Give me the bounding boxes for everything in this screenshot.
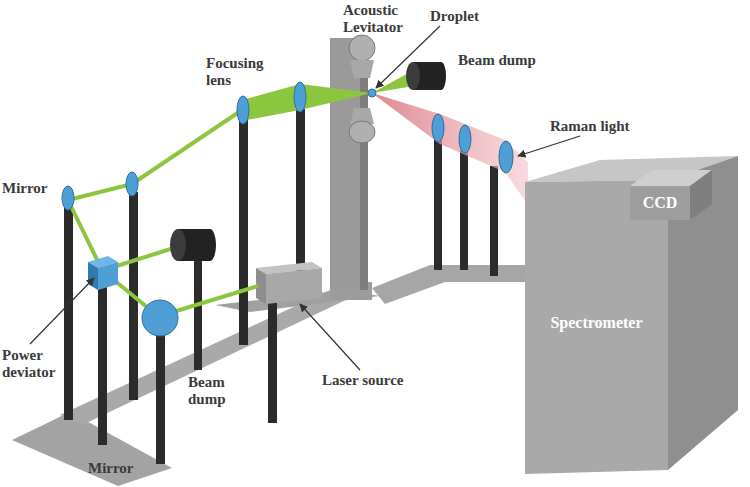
beam-dump [170, 229, 186, 261]
part-label: Beam dump [188, 374, 232, 408]
power-deviator [88, 262, 98, 290]
spectrometer-body [525, 180, 668, 474]
post [268, 298, 277, 423]
part-label: Focusing lens [206, 55, 278, 89]
droplet [368, 89, 376, 97]
part-label: Power deviator [2, 347, 68, 381]
laser-beam [68, 110, 258, 316]
base-rail [372, 265, 540, 304]
part-label: Acoustic Levitator [343, 2, 417, 36]
part-label: Raman light [550, 118, 660, 135]
ccd-box: CCD [630, 186, 690, 220]
power-deviator [98, 262, 118, 290]
levitator-transducer [349, 35, 375, 61]
mirror [126, 172, 138, 196]
post [239, 120, 248, 345]
mirror [142, 300, 178, 336]
ccd-camera [690, 170, 712, 220]
post [98, 285, 107, 445]
part-label: Laser source [322, 372, 432, 389]
beam-dump [436, 62, 446, 90]
leader-arrow [30, 278, 94, 344]
levitator-reflector [349, 121, 375, 143]
post [434, 140, 442, 270]
collection-lens [432, 114, 444, 142]
post [490, 166, 498, 276]
raman-light-cone [372, 93, 528, 205]
ccd-camera [630, 186, 690, 220]
laser-source [266, 268, 322, 304]
part-label: Mirror [2, 180, 72, 197]
focusing-lens [294, 82, 306, 112]
part-label: Mirror [88, 460, 158, 477]
part-label: Droplet [430, 8, 510, 25]
beam-dump [204, 229, 216, 261]
spectrometer-box: Spectrometer [525, 222, 668, 470]
collection-lens [459, 125, 471, 153]
laser-beam [132, 110, 242, 184]
post [156, 334, 165, 464]
leader-arrow [376, 26, 440, 88]
post [64, 205, 73, 420]
base-plate [12, 412, 172, 486]
post [194, 260, 202, 370]
focused-beam [242, 84, 372, 121]
mirror [62, 186, 74, 210]
laser-beam [68, 184, 132, 200]
leader-arrow [518, 136, 580, 156]
node-label: CCD [643, 194, 678, 220]
part-label: Beam dump [458, 52, 558, 69]
levitator-horn [350, 60, 374, 78]
leader-arrow [300, 304, 360, 370]
focusing-lens [237, 96, 249, 124]
node-label: Spectrometer [550, 314, 642, 470]
beam-dump [406, 62, 420, 90]
post [460, 150, 468, 270]
collection-lens [499, 141, 513, 173]
